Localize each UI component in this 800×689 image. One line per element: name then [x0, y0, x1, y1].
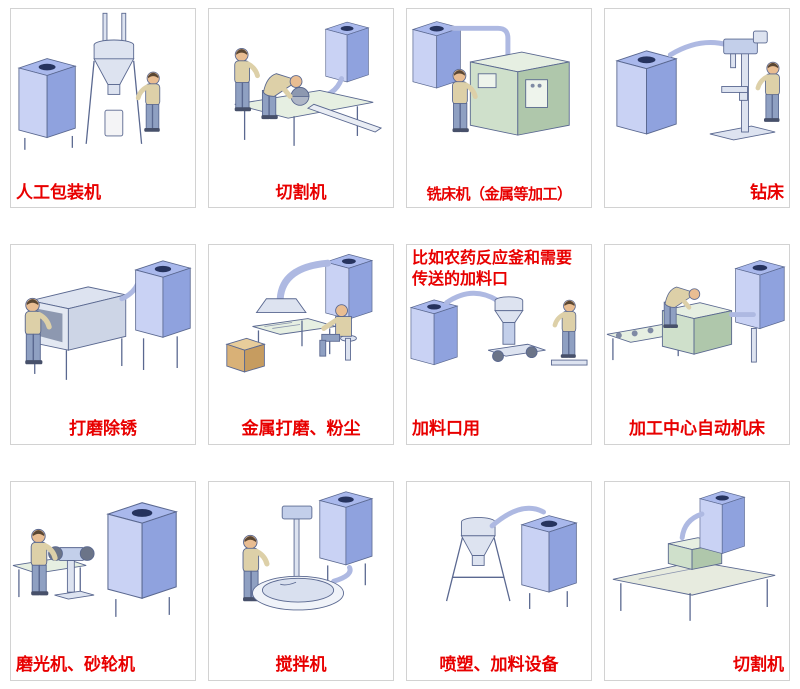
dust-collector-icon — [325, 21, 369, 83]
dust-collector-icon — [18, 58, 76, 139]
cardboard-box-icon — [225, 338, 266, 373]
cell-cutting-table: 切割机 — [604, 480, 790, 681]
dust-collector-icon — [319, 490, 373, 565]
application-grid: 人工包装机 切割机 — [10, 8, 790, 681]
feeding-port-illustration — [410, 291, 588, 366]
drill-press-illustration — [616, 30, 789, 141]
dust-collector-icon — [107, 501, 177, 599]
mixer-shaft-icon — [293, 518, 300, 583]
app-label: 磨光机、砂轮机 — [16, 655, 135, 676]
dust-collector-icon — [135, 260, 191, 339]
grinder-pedestal-icon — [66, 559, 75, 593]
app-label: 切割机 — [275, 182, 327, 203]
app-label: 切割机 — [733, 655, 784, 676]
grinding-table-illustration — [225, 254, 373, 373]
app-label: 喷塑、加料设备 — [439, 655, 559, 676]
drill-head-icon — [723, 38, 758, 55]
cell-manual-packaging: 人工包装机 — [10, 8, 196, 209]
cell-mixer: 搅拌机 — [208, 480, 394, 681]
manual-packaging-illustration — [18, 12, 195, 150]
app-label: 打磨除锈 — [69, 419, 137, 440]
flex-hose-icon — [444, 291, 501, 306]
duct-icon — [331, 564, 353, 584]
dust-collector-icon — [325, 254, 373, 320]
milling-machine-illustration — [412, 21, 570, 136]
seated-worker-icon — [335, 304, 348, 318]
duct-icon — [679, 511, 705, 540]
platform-icon — [550, 359, 588, 366]
metal-bar-icon — [306, 103, 383, 133]
duct-icon — [450, 25, 511, 59]
grinding-booth-illustration — [11, 260, 191, 381]
mixer-motor-icon — [281, 505, 313, 520]
dust-collector-icon — [616, 50, 677, 135]
worker-icon — [138, 72, 160, 132]
cutting-table-icon — [612, 560, 776, 596]
app-label: 钻床 — [750, 182, 784, 203]
cell-metal-grinding-dust: 金属打磨、粉尘 — [208, 244, 394, 445]
app-label: 加工中心自动机床 — [629, 419, 765, 440]
dust-collector-icon — [699, 490, 745, 554]
app-label: 搅拌机 — [275, 655, 327, 676]
machining-center-illustration — [606, 260, 785, 363]
powder-feeder-illustration — [445, 505, 577, 609]
app-label: 加料口用 — [412, 419, 480, 440]
dust-collector-icon — [735, 260, 785, 330]
hose-icon — [667, 40, 731, 58]
cell-feeding-port: 比如农药反应釜和需要传送的加料口 加料口用 — [406, 244, 592, 445]
cutting-table-illustration — [612, 490, 776, 621]
duct-icon — [489, 505, 546, 528]
cutting-machine-illustration — [209, 21, 383, 146]
dust-collector-icon — [410, 299, 458, 366]
cell-powder-coating-feeder: 喷塑、加料设备 — [406, 480, 592, 681]
polisher-grinder-illustration — [12, 501, 177, 617]
mixer-illustration — [209, 490, 373, 611]
cell-polisher-grinder: 磨光机、砂轮机 — [10, 480, 196, 681]
cell-machining-center: 加工中心自动机床 — [604, 244, 790, 445]
control-panel-icon — [525, 79, 548, 108]
extraction-hood-icon — [255, 298, 307, 314]
app-label: 铣床机（金属等加工） — [426, 185, 572, 204]
duct-icon — [276, 260, 332, 303]
app-label: 人工包装机 — [16, 182, 101, 203]
cell-drill-press: 钻床 — [604, 8, 790, 209]
app-label: 金属打磨、粉尘 — [241, 419, 361, 440]
worker-icon — [758, 62, 780, 122]
stool-icon — [345, 338, 351, 361]
cell-grinding-rust-removal: 打磨除锈 — [10, 244, 196, 445]
worker-icon — [555, 300, 576, 358]
dust-collector-icon — [521, 514, 577, 593]
drill-base-icon — [709, 125, 776, 141]
wheel-icon — [492, 350, 504, 363]
packaging-bag-icon — [104, 109, 124, 137]
app-note: 比如农药反应釜和需要传送的加料口 — [412, 248, 573, 289]
cell-cutting-machine: 切割机 — [208, 8, 394, 209]
cell-milling-machine: 铣床机（金属等加工） — [406, 8, 592, 209]
